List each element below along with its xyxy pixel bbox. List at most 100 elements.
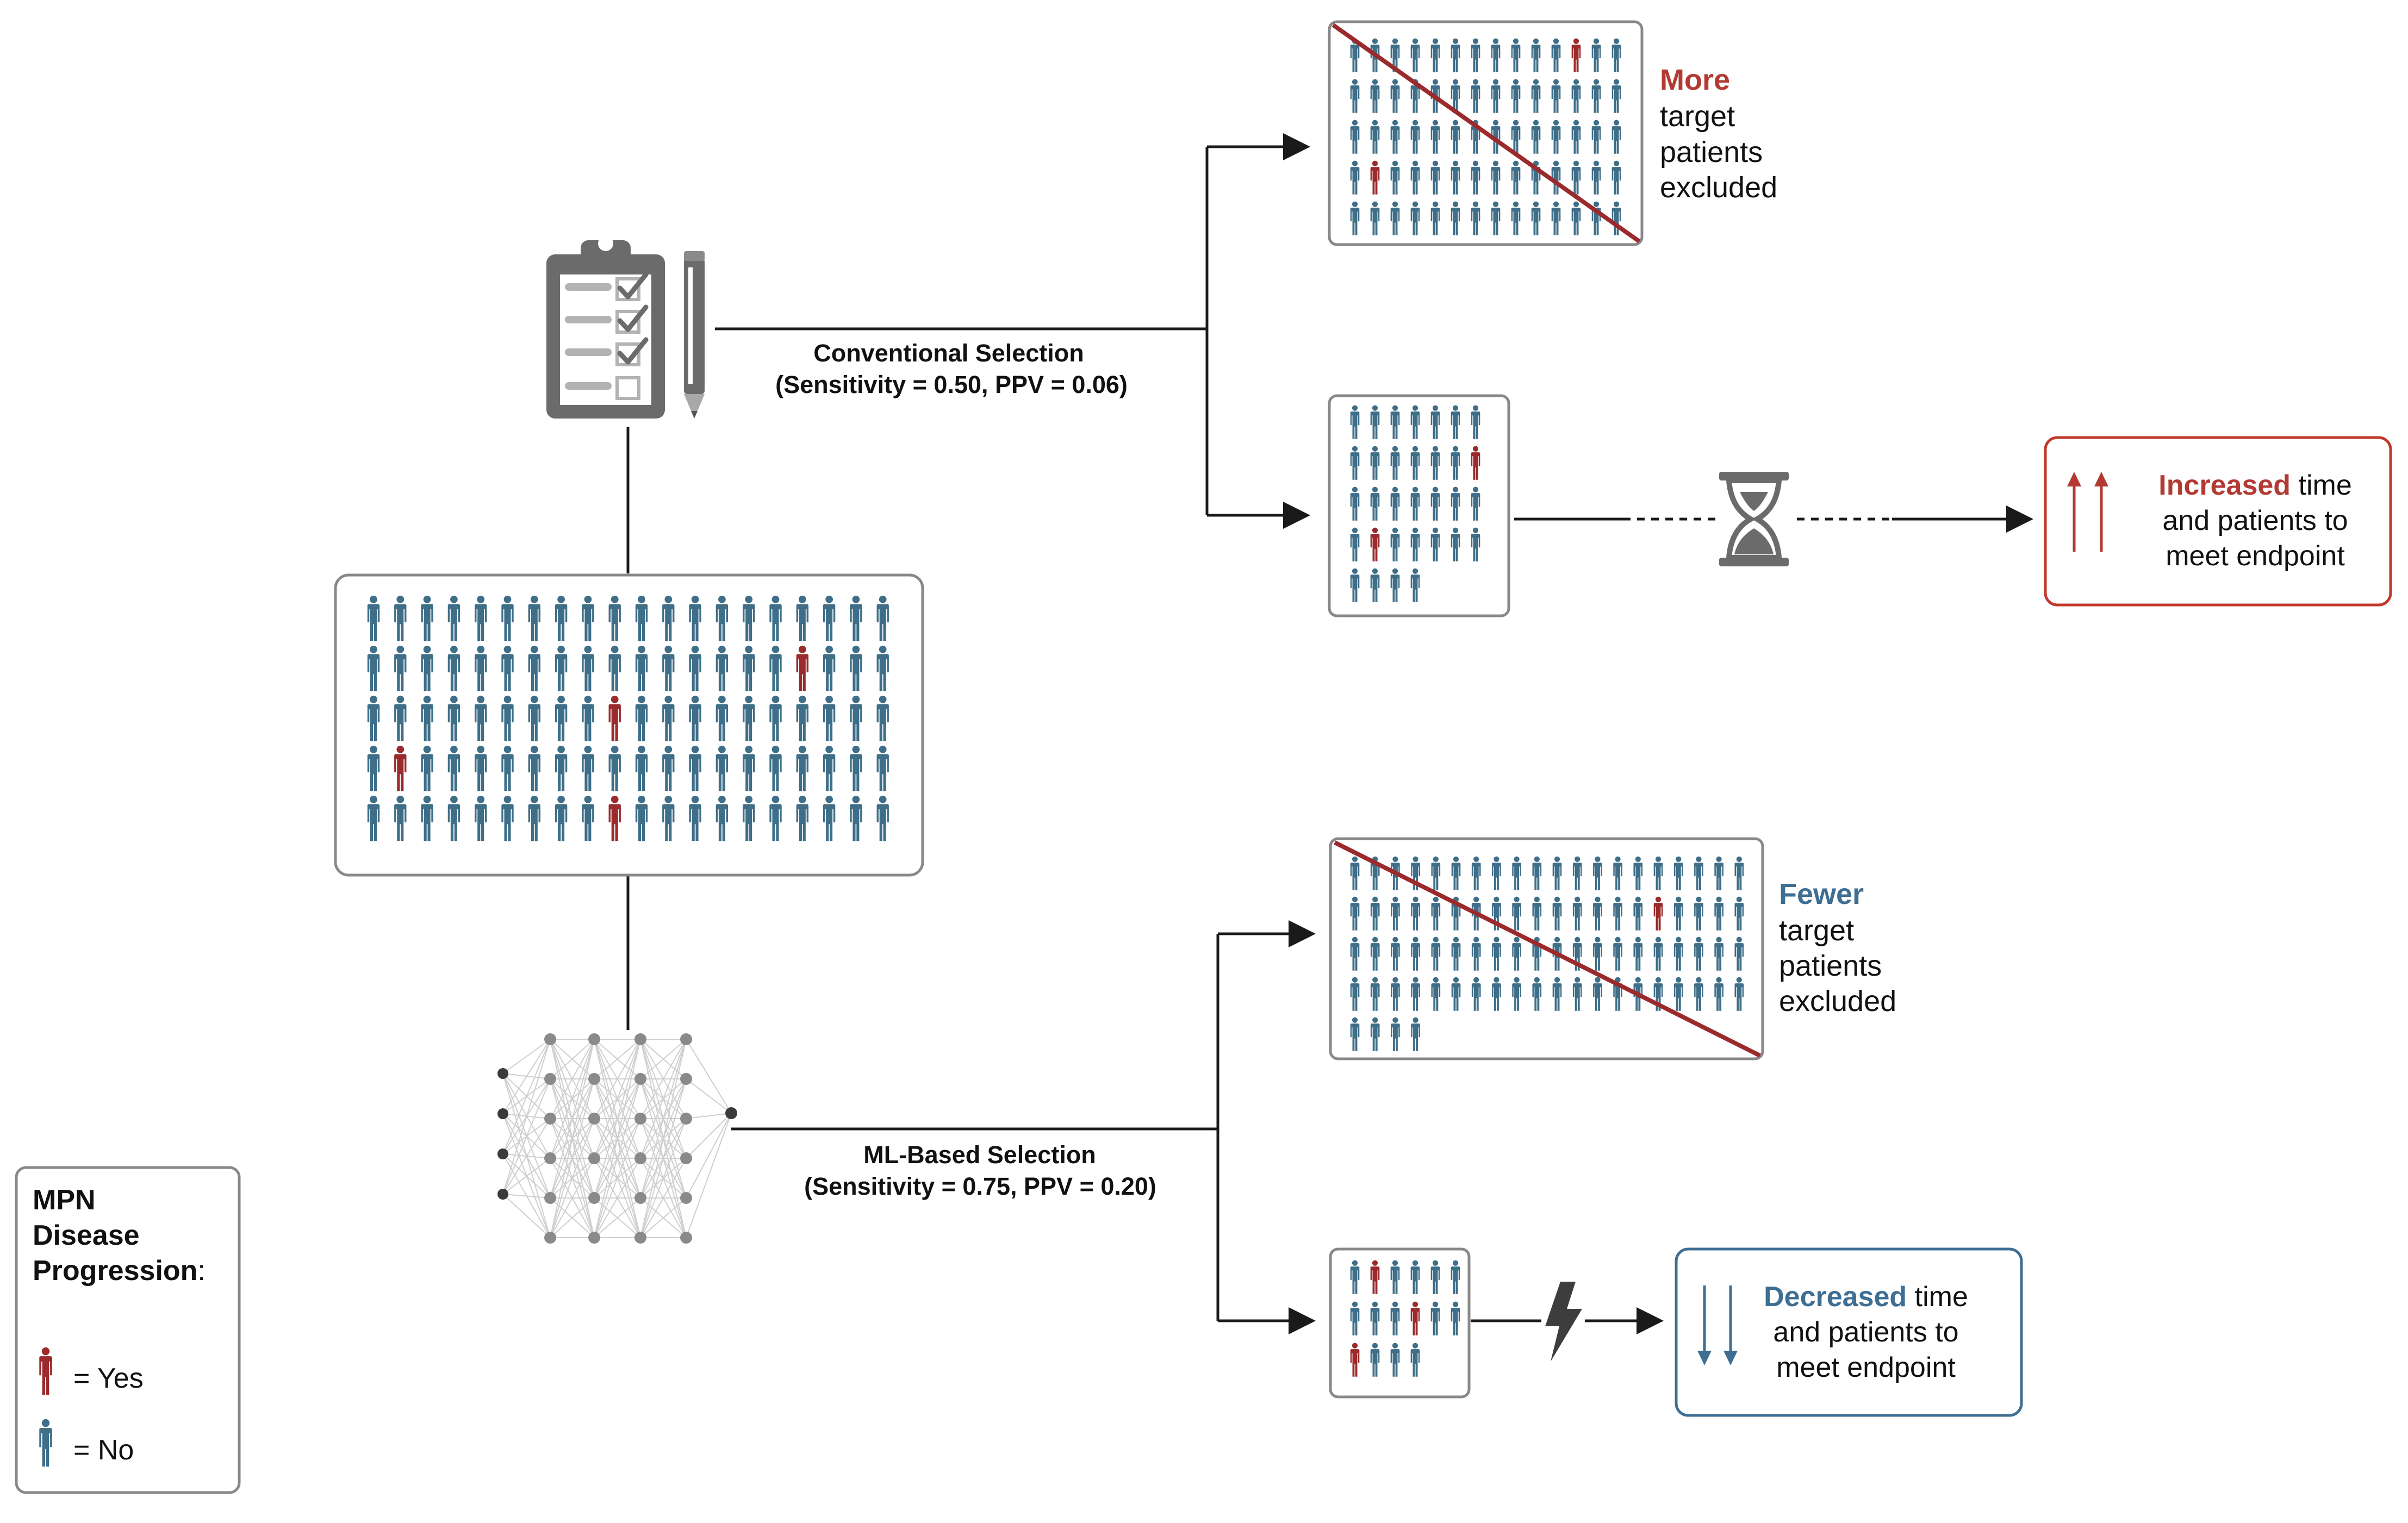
legend-title-line3: Progression: — [33, 1255, 206, 1287]
legend-title-line1: MPN — [33, 1184, 96, 1216]
network-node — [588, 1113, 600, 1125]
network-node — [725, 1107, 737, 1119]
legend-yes-label: = Yes — [73, 1363, 144, 1394]
network-edge — [640, 1039, 687, 1238]
network-node — [544, 1073, 556, 1085]
network-edge — [686, 1113, 732, 1159]
network-edge — [686, 1078, 732, 1114]
connector-lines — [626, 133, 2033, 1334]
network-node — [544, 1113, 556, 1125]
neural-network-icon — [497, 1033, 737, 1244]
network-edge — [686, 1039, 732, 1114]
lightning-bolt-icon — [1545, 1282, 1582, 1362]
network-node — [497, 1189, 508, 1200]
excluded-ml-line3: patients — [1779, 950, 1882, 982]
down-arrows-icon — [1697, 1285, 1738, 1365]
network-edge — [502, 1118, 551, 1195]
network-edge — [550, 1158, 595, 1238]
network-edge — [550, 1078, 595, 1238]
excluded-ml-line2: target — [1779, 914, 1854, 947]
excluded-conv-line4: excluded — [1660, 171, 1777, 204]
network-edge — [550, 1197, 595, 1238]
network-node — [544, 1232, 556, 1244]
network-edge — [594, 1039, 641, 1119]
network-edge — [686, 1113, 732, 1199]
excluded-conv-line3: patients — [1660, 136, 1763, 168]
conventional-selection-metrics: (Sensitivity = 0.50, PPV = 0.06) — [775, 371, 1128, 398]
network-edge — [686, 1113, 732, 1119]
network-edge — [594, 1118, 641, 1238]
network-edge — [502, 1194, 551, 1238]
excluded-conv-accent: More — [1660, 64, 1730, 96]
increased-line1: Increased time — [2158, 470, 2352, 501]
network-node — [634, 1113, 646, 1125]
decreased-accent: Decreased — [1764, 1281, 1907, 1313]
network-edge — [640, 1039, 687, 1159]
network-edge — [502, 1194, 551, 1199]
network-edge — [550, 1039, 595, 1079]
network-edge — [550, 1039, 595, 1199]
up-arrows-icon — [2067, 472, 2108, 552]
network-edge — [640, 1118, 687, 1238]
network-node — [634, 1073, 646, 1085]
network-node — [680, 1073, 692, 1085]
network-node — [634, 1192, 646, 1204]
network-node — [497, 1108, 508, 1119]
network-node — [588, 1073, 600, 1085]
excluded-ml-accent: Fewer — [1779, 878, 1864, 910]
legend-title-colon: : — [197, 1255, 205, 1287]
outcome-box-decreased — [1675, 1247, 2023, 1417]
network-node — [634, 1232, 646, 1244]
network-edge — [594, 1039, 641, 1159]
network-edge — [640, 1039, 687, 1199]
legend-title-line2: Disease — [33, 1220, 140, 1251]
decreased-line2: and patients to — [1773, 1316, 1958, 1348]
network-edge — [640, 1197, 687, 1238]
hourglass-icon — [1719, 472, 1789, 566]
network-edge — [550, 1118, 595, 1238]
network-node — [680, 1232, 692, 1244]
network-node — [634, 1152, 646, 1164]
network-node — [588, 1192, 600, 1204]
ml-selection-metrics: (Sensitivity = 0.75, PPV = 0.20) — [804, 1172, 1156, 1200]
network-edge — [594, 1039, 641, 1238]
network-node — [544, 1152, 556, 1164]
increased-accent: Increased — [2158, 470, 2291, 501]
network-edge — [594, 1078, 641, 1238]
network-node — [680, 1152, 692, 1164]
network-node — [544, 1033, 556, 1045]
legend-no-label: = No — [73, 1434, 134, 1466]
decreased-line3: meet endpoint — [1776, 1352, 1956, 1383]
network-edge — [502, 1158, 551, 1195]
network-node — [588, 1152, 600, 1164]
network-edge — [550, 1039, 595, 1159]
network-node — [588, 1033, 600, 1045]
network-edge — [502, 1039, 551, 1195]
increased-line1-rest: time — [2291, 470, 2352, 501]
network-edge — [502, 1039, 551, 1114]
network-node — [497, 1149, 508, 1159]
network-node — [588, 1232, 600, 1244]
network-edge — [594, 1039, 641, 1199]
network-edge — [502, 1078, 551, 1195]
legend-box — [15, 1166, 241, 1494]
network-node — [497, 1068, 508, 1079]
excluded-ml-line4: excluded — [1779, 985, 1896, 1018]
network-edge — [502, 1039, 551, 1074]
network-edge — [550, 1039, 595, 1238]
network-node — [680, 1113, 692, 1125]
legend-title-word: Progression — [33, 1255, 197, 1287]
network-edge — [640, 1039, 687, 1079]
strike-line-conventional — [1331, 23, 1641, 244]
network-edge — [594, 1039, 641, 1079]
ml-selection-label: ML-Based Selection — [863, 1141, 1096, 1169]
conventional-selection-label: Conventional Selection — [813, 339, 1084, 367]
network-node — [680, 1033, 692, 1045]
decreased-line1-rest: time — [1907, 1281, 1968, 1313]
increased-line3: meet endpoint — [2166, 540, 2345, 572]
decreased-line1: Decreased time — [1764, 1281, 1968, 1313]
outcome-box-increased — [2044, 436, 2392, 607]
network-node — [634, 1033, 646, 1045]
network-edge — [640, 1078, 687, 1238]
network-edge — [594, 1158, 641, 1238]
